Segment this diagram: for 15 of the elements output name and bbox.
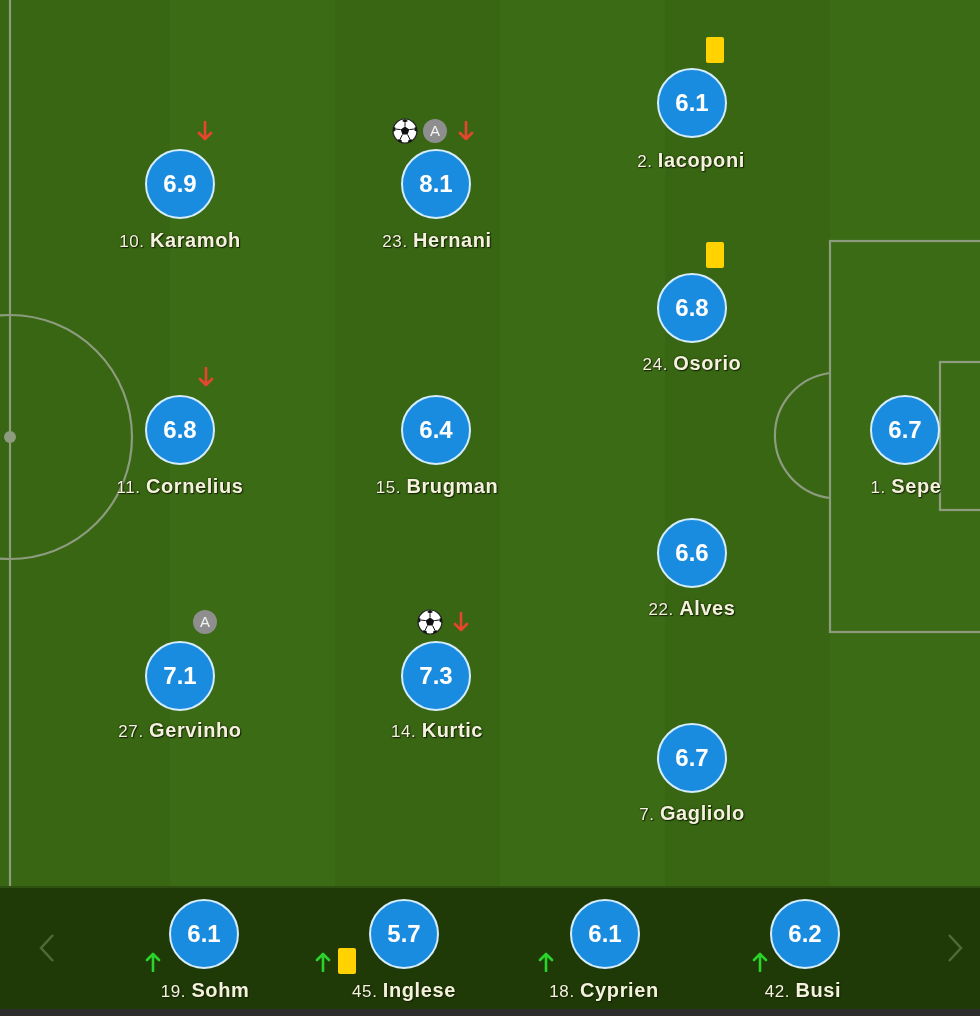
player-name: 18. Cyprien — [549, 978, 659, 1003]
player-name: 7. Gagliolo — [639, 801, 745, 826]
player-name: 45. Inglese — [352, 978, 456, 1003]
player-name: 15. Brugman — [375, 474, 499, 499]
player-name: 24. Osorio — [642, 351, 742, 376]
player-name: 22. Alves — [648, 596, 736, 621]
player-name: 23. Hernani — [382, 228, 492, 253]
player-name: 1. Sepe — [870, 474, 942, 499]
player-name: 42. Busi — [764, 978, 842, 1003]
player-name: 27. Gervinho — [118, 718, 242, 743]
player-name: 14. Kurtic — [390, 718, 484, 743]
player-name: 11. Cornelius — [116, 474, 244, 499]
player-name: 19. Sohm — [160, 978, 250, 1003]
player-name: 10. Karamoh — [119, 228, 241, 253]
player-name: 2. Iacoponi — [637, 148, 745, 173]
